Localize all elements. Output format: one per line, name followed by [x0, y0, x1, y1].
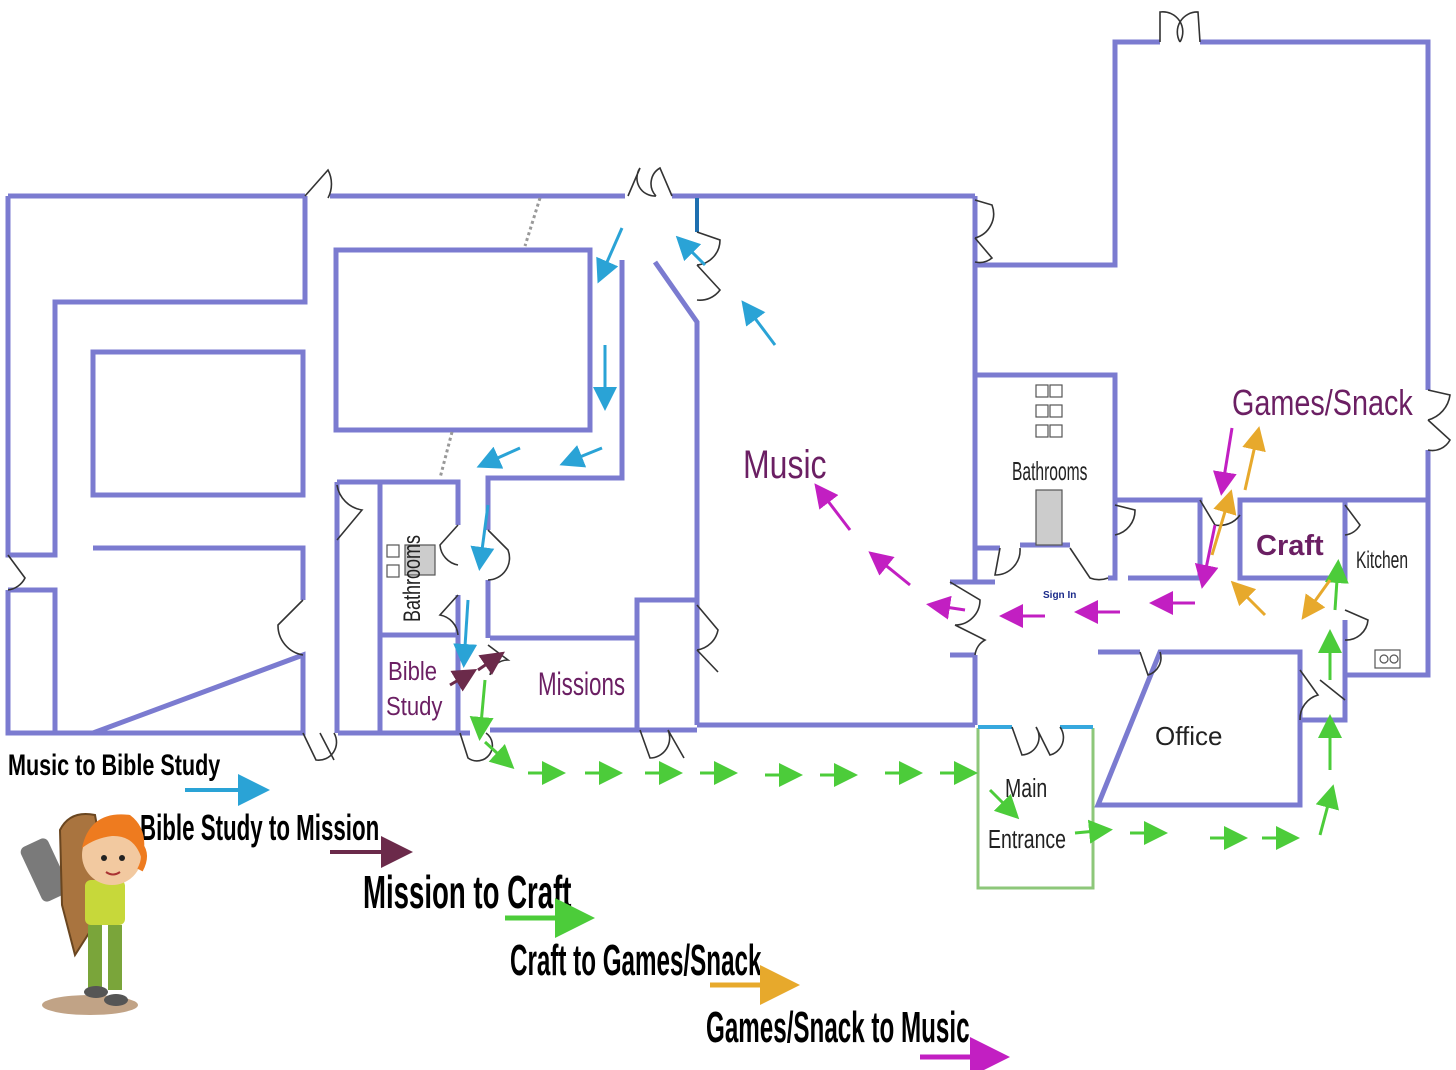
room-label-bathrooms-right: Bathrooms [1012, 457, 1087, 486]
door-swings [7, 11, 1452, 762]
toilet-icon [1035, 384, 1063, 438]
room-label-kitchen: Kitchen [1356, 548, 1408, 574]
door-swing-icon [974, 199, 995, 264]
toilet-fixtures [386, 384, 1401, 669]
room-label-bathrooms-left: Bathrooms [400, 535, 426, 622]
explorer-kid-illustration [20, 813, 147, 1015]
room-label-main: Main [1005, 773, 1047, 802]
door-swing-icon [1159, 11, 1201, 43]
room-label-study: Study [386, 692, 442, 721]
door-swing-icon [1011, 726, 1065, 756]
toilet-icon [386, 544, 436, 578]
door-swing-icon [336, 484, 364, 541]
door-swing-icon [487, 529, 511, 581]
kitchen-appliance [1374, 649, 1401, 669]
room-label-craft: Craft [1256, 530, 1324, 562]
door-swing-icon [459, 732, 494, 762]
room-label-music: Music [743, 442, 827, 487]
legend-label-craft-to-games-snack: Craft to Games/Snack [510, 935, 762, 985]
room-label-office: Office [1155, 721, 1222, 751]
door-swing-icon [949, 581, 987, 656]
door-swing-icon [1427, 389, 1452, 452]
room-label-games-snack: Games/Snack [1232, 382, 1413, 423]
legend-label-mission-to-craft: Mission to Craft [363, 868, 572, 919]
door-swing-icon [1299, 669, 1346, 721]
route-games-snack-to-music [814, 427, 1237, 628]
door-swing-icon [438, 594, 459, 636]
door-swing-icon [696, 604, 719, 673]
door-swing-icon [994, 547, 1021, 576]
legend-label-games-snack-to-music: Games/Snack to Music [706, 1002, 970, 1052]
door-swing-icon [1344, 609, 1369, 641]
legend-label-bible-study-to-mission: Bible Study to Mission [140, 809, 379, 849]
route-craft-to-games-snack [1210, 426, 1332, 620]
route-mission-to-craft [469, 559, 1349, 850]
door-swing-icon [639, 729, 685, 759]
door-swing-icon [696, 231, 722, 301]
door-swing-icon [439, 524, 459, 566]
room-label-missions: Missions [538, 666, 625, 702]
legend-label-music-to-bible-study: Music to Bible Study [8, 747, 221, 781]
door-swing-icon [1199, 499, 1241, 527]
room-label-bible: Bible [388, 657, 437, 686]
door-swing-icon [304, 168, 333, 199]
door-swing-icon [277, 599, 304, 656]
door-swing-icon [1069, 547, 1109, 581]
route-legend: Music to Bible Study Bible Study to Miss… [8, 747, 1010, 1070]
door-swing-icon [1114, 504, 1136, 536]
door-swing-icon [627, 166, 673, 197]
room-label-entrance: Entrance [988, 824, 1066, 853]
door-swing-icon [1344, 504, 1361, 536]
door-swing-icon [7, 554, 26, 591]
door-swing-icon [302, 732, 338, 761]
door-swing-icon [1139, 651, 1162, 676]
route-music-to-bible-study [453, 227, 777, 668]
route-bible-study-to-mission [449, 651, 505, 692]
sign-in-label: Sign In [1043, 590, 1076, 601]
building-walls [5, 39, 1431, 890]
